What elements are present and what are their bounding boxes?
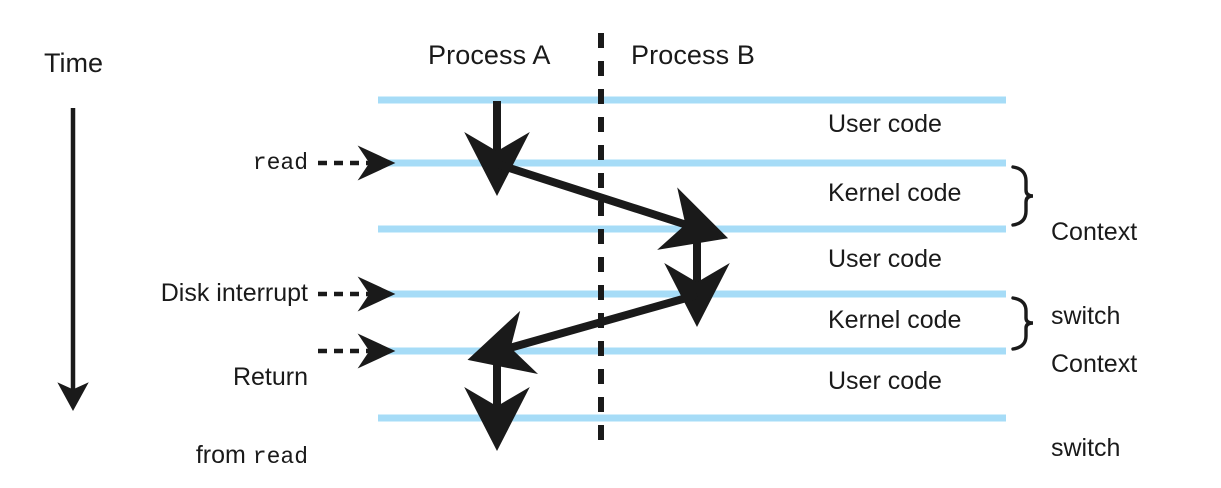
process-a-header: Process A bbox=[428, 40, 551, 70]
context-switch-label-1-line2: switch bbox=[1051, 302, 1121, 330]
time-axis-label: Time bbox=[44, 48, 103, 78]
event-pointers bbox=[318, 145, 396, 369]
brace-1 bbox=[1011, 165, 1034, 227]
band-label-kernel-code-2: Kernel code bbox=[828, 306, 962, 334]
event-label-return-from-read: Return from read bbox=[60, 311, 308, 488]
brace-2 bbox=[1011, 296, 1034, 351]
return-label-line2: from read bbox=[60, 442, 308, 469]
event-label-disk-interrupt: Disk interrupt bbox=[160, 279, 308, 307]
return-label-read-mono: read bbox=[252, 444, 308, 471]
context-switch-label-1-line1: Context bbox=[1051, 218, 1138, 246]
execution-flow bbox=[464, 101, 730, 451]
return-label-from: from bbox=[195, 441, 253, 470]
context-switch-braces bbox=[1011, 165, 1034, 351]
band-label-user-code-2: User code bbox=[828, 245, 942, 273]
band-label-user-code-1: User code bbox=[828, 110, 942, 138]
context-switch-label-2: Context switch bbox=[1051, 294, 1137, 488]
return-label-line1: Return bbox=[232, 362, 308, 391]
event-label-read: read bbox=[252, 150, 308, 176]
context-switch-label-2-line1: Context bbox=[1051, 350, 1138, 378]
process-b-header: Process B bbox=[631, 40, 755, 70]
band-label-kernel-code-1: Kernel code bbox=[828, 179, 962, 207]
band-label-user-code-3: User code bbox=[828, 367, 942, 395]
context-switch-label-1: Context switch bbox=[1051, 162, 1137, 386]
context-switch-label-2-line2: switch bbox=[1051, 434, 1121, 462]
